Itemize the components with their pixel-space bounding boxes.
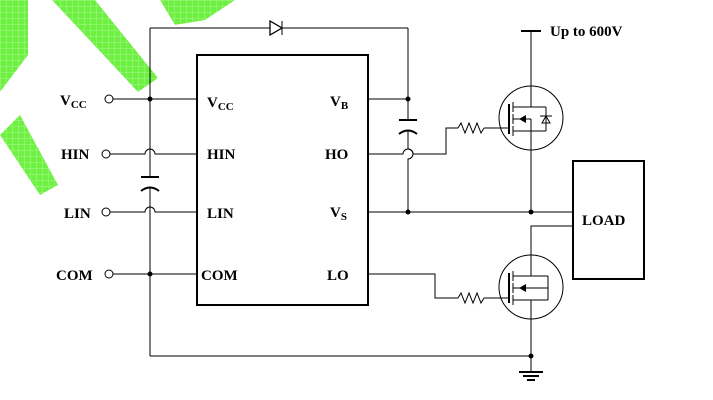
terminal-label-com: COM [56,268,93,284]
bootstrap-capacitor [398,28,418,212]
lo-gate-wire [368,273,509,305]
terminal-com [104,269,114,279]
chip-pin-ho: HO [325,147,348,163]
vcc-decoupling-capacitor [140,99,160,356]
input-wires [110,98,197,275]
chip-pin-vb: VB [330,94,349,112]
supply-label: Up to 600V [550,24,623,40]
terminal-label-lin: LIN [64,206,91,222]
junction-com [147,271,153,277]
high-side-mosfet [498,85,564,212]
terminal-hin [101,149,111,159]
junction-vcc [147,96,153,102]
chip-pin-vcc: VCC [207,95,234,113]
chip-pin-lin: LIN [207,206,234,222]
terminal-label-vcc: VCC [60,93,87,111]
chip-pin-vs: VS [330,205,347,223]
ground-icon [519,371,543,381]
chip-pin-lo: LO [327,268,349,284]
bootstrap-diode [150,19,408,37]
terminal-lin [101,207,111,217]
terminal-vcc [104,94,114,104]
chip-pin-hin: HIN [207,147,236,163]
watermark [0,0,235,195]
load-label: LOAD [582,213,626,229]
junction-vb [405,96,411,102]
junction-ground [528,353,534,359]
terminal-label-hin: HIN [61,147,90,163]
chip-pin-com: COM [201,268,238,284]
low-side-mosfet [498,225,573,372]
junction-vs [405,209,411,215]
ho-gate-wire [368,121,509,155]
load-box [572,160,645,280]
driver-ic [196,54,369,306]
